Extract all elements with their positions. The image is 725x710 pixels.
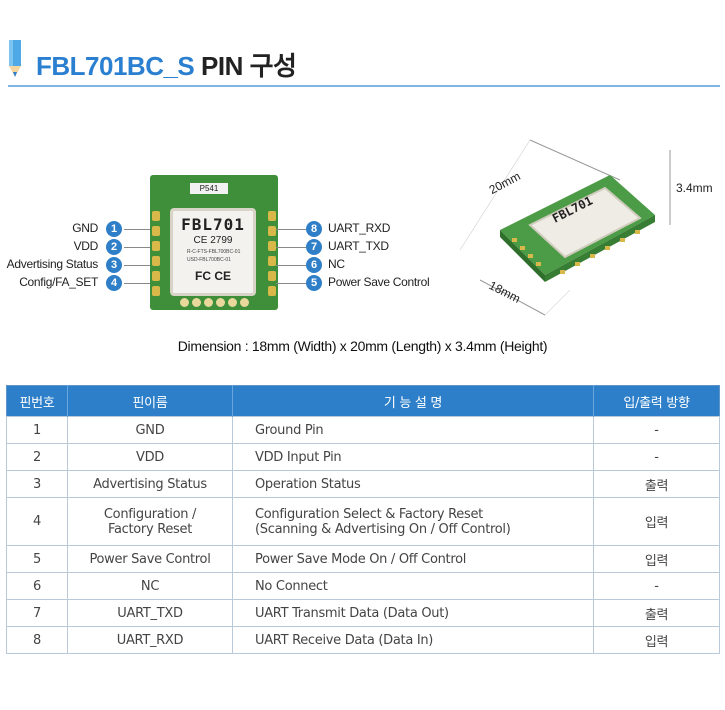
pin-leader-8 (276, 229, 306, 230)
header-direction: 입/출력 방향 (593, 385, 720, 417)
right-pads (268, 211, 276, 301)
cell-pin-name: VDD (67, 443, 233, 471)
dimension-caption: Dimension : 18mm (Width) x 20mm (Length)… (177, 338, 548, 354)
pin-table: 핀번호 핀이름 기 능 설 명 입/출력 방향 1 GND Ground Pin… (6, 385, 720, 654)
table-row: 3 Advertising Status Operation Status 출력 (6, 470, 720, 498)
table-row: 1 GND Ground Pin - (6, 416, 720, 444)
pin-leader-1 (124, 229, 154, 230)
pin-label-7: UART_TXD (328, 239, 389, 253)
cell-description-line2: (Scanning & Advertising On / Off Control… (255, 521, 511, 537)
cell-direction: 출력 (593, 470, 720, 498)
cell-pin-name: Advertising Status (67, 470, 233, 498)
pin-leader-6 (276, 265, 306, 266)
pin-label-5: Power Save Control (328, 275, 430, 289)
cell-description: VDD Input Pin (232, 443, 594, 471)
cell-pin-name: Configuration / Factory Reset (67, 497, 233, 546)
bottom-pads (180, 298, 249, 308)
cell-pin-name: UART_TXD (67, 599, 233, 627)
cell-description: Operation Status (232, 470, 594, 498)
pin-number-5: 5 (306, 275, 322, 291)
page-title: FBL701BC_S PIN 구성 (36, 46, 297, 83)
table-row: 7 UART_TXD UART Transmit Data (Data Out)… (6, 599, 720, 627)
cell-description: Power Save Mode On / Off Control (232, 545, 594, 573)
cell-pin-number: 5 (6, 545, 68, 573)
pin-number-8: 8 (306, 221, 322, 237)
cell-description: No Connect (232, 572, 594, 600)
table-row: 2 VDD VDD Input Pin - (6, 443, 720, 471)
cell-pin-name: Power Save Control (67, 545, 233, 573)
cell-pin-number: 2 (6, 443, 68, 471)
cell-pin-name: GND (67, 416, 233, 444)
module-top-label: P541 (190, 183, 228, 194)
left-pads (152, 211, 160, 301)
pin-number-7: 7 (306, 239, 322, 255)
cell-direction: - (593, 443, 720, 471)
title-divider (8, 85, 720, 87)
title-model: FBL701BC_S (36, 51, 195, 81)
cell-direction: 입력 (593, 545, 720, 573)
pin-number-3: 3 (106, 257, 122, 273)
pin-leader-4 (124, 283, 154, 284)
cell-description: UART Receive Data (Data In) (232, 626, 594, 654)
dimension-height: 3.4mm (676, 181, 713, 195)
pin-leader-7 (276, 247, 306, 248)
cell-direction: - (593, 572, 720, 600)
cell-description: Ground Pin (232, 416, 594, 444)
cell-description: UART Transmit Data (Data Out) (232, 599, 594, 627)
pin-leader-5 (276, 283, 306, 284)
header-description: 기 능 설 명 (232, 385, 594, 417)
cell-description-line1: Configuration Select & Factory Reset (255, 506, 483, 522)
pin-leader-3 (124, 265, 154, 266)
cell-direction: 출력 (593, 599, 720, 627)
pin-number-6: 6 (306, 257, 322, 273)
table-row: 4 Configuration / Factory Reset Configur… (6, 497, 720, 546)
cell-direction: 입력 (593, 626, 720, 654)
cell-direction: - (593, 416, 720, 444)
module-cert-1: R-C-FTS-FBL700BC-01 (187, 249, 241, 255)
header-pin-name: 핀이름 (67, 385, 233, 417)
cell-pin-number: 3 (6, 470, 68, 498)
table-header-row: 핀번호 핀이름 기 능 설 명 입/출력 방향 (6, 385, 720, 417)
cell-pin-number: 8 (6, 626, 68, 654)
cell-pin-number: 1 (6, 416, 68, 444)
module-ce: CE 2799 (193, 235, 233, 246)
module-fc-ce: FC CE (195, 269, 231, 283)
pin-number-4: 4 (106, 275, 122, 291)
cell-pin-name: UART_RXD (67, 626, 233, 654)
table-row: 5 Power Save Control Power Save Mode On … (6, 545, 720, 573)
module-name: FBL701 (181, 215, 245, 234)
module-shield: FBL701 CE 2799 R-C-FTS-FBL700BC-01 USD-F… (170, 208, 256, 296)
module-top-view: P541 FBL701 CE 2799 R-C-FTS-FBL700BC-01 … (150, 175, 278, 310)
cell-direction: 입력 (593, 497, 720, 546)
pin-number-2: 2 (106, 239, 122, 255)
table-row: 6 NC No Connect - (6, 572, 720, 600)
pin-label-4: Config/FA_SET (19, 275, 98, 289)
cell-pin-name: NC (67, 572, 233, 600)
pencil-icon (9, 40, 21, 77)
pin-label-3: Advertising Status (6, 257, 99, 271)
header-pin-number: 핀번호 (6, 385, 68, 417)
cell-pin-number: 6 (6, 572, 68, 600)
cell-description: Configuration Select & Factory Reset (Sc… (232, 497, 594, 546)
pin-number-1: 1 (106, 221, 122, 237)
pin-label-6: NC (328, 257, 345, 271)
cell-pin-number: 4 (6, 497, 68, 546)
pin-leader-2 (124, 247, 154, 248)
module-cert-2: USD-FBL700BC-01 (187, 257, 231, 263)
cell-pin-number: 7 (6, 599, 68, 627)
cell-pin-name-line1: Configuration / (103, 506, 197, 522)
title-rest: PIN 구성 (201, 51, 297, 81)
pin-label-8: UART_RXD (328, 221, 391, 235)
module-3d-drawing: FBL701 (460, 139, 671, 316)
table-row: 8 UART_RXD UART Receive Data (Data In) 입… (6, 626, 720, 654)
cell-pin-name-line2: Factory Reset (107, 521, 193, 537)
section-title: FBL701BC_S PIN 구성 (8, 40, 720, 88)
pin-label-2: VDD (73, 239, 99, 253)
pin-label-1: GND (72, 221, 98, 235)
